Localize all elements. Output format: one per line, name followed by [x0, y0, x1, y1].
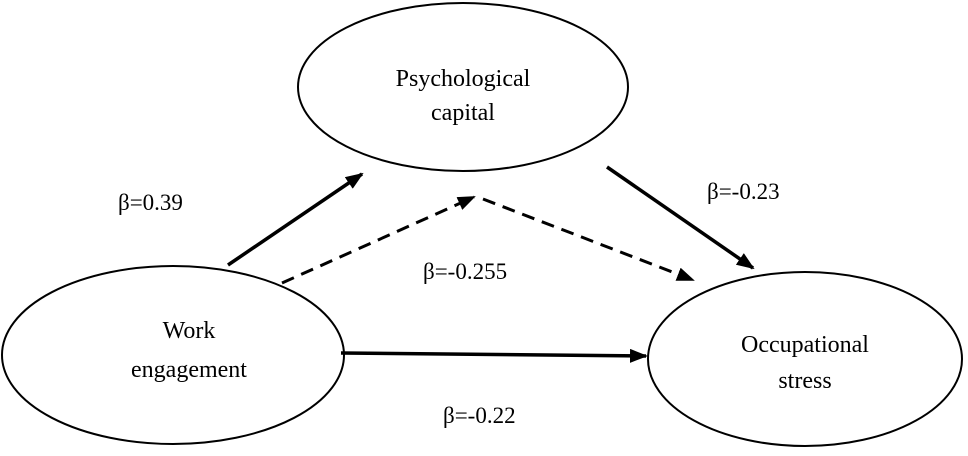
- node-psychological-capital: Psychological capital: [297, 2, 629, 172]
- coefficient-label-pc-os: β=-0.23: [707, 179, 780, 204]
- node-occupational-stress-ellipse: [647, 271, 963, 447]
- dashed-arrow-indirect-down: [482, 197, 695, 282]
- coefficient-label-we-os: β=-0.22: [443, 403, 516, 428]
- arrow-work-engagement-to-psychological-capital: [227, 172, 364, 267]
- node-work-engagement-label-line2: engagement: [131, 357, 247, 383]
- node-work-engagement-ellipse: [1, 265, 345, 445]
- coefficient-label-indirect: β=-0.255: [423, 259, 507, 284]
- node-occupational-stress-label-line1: Occupational: [741, 332, 869, 358]
- node-occupational-stress-label-line2: stress: [778, 368, 831, 394]
- dashed-arrow-indirect-up: [281, 195, 476, 285]
- node-work-engagement-label-line1: Work: [163, 318, 216, 344]
- node-occupational-stress: Occupational stress: [647, 271, 963, 447]
- arrow-psychological-capital-to-occupational-stress: [606, 165, 755, 270]
- node-work-engagement: Work engagement: [1, 265, 345, 445]
- node-psychological-capital-ellipse: [297, 2, 629, 172]
- arrow-work-engagement-to-occupational-stress: [340, 348, 648, 363]
- node-psychological-capital-label-line2: capital: [431, 100, 495, 126]
- coefficient-label-we-pc: β=0.39: [118, 190, 183, 215]
- node-psychological-capital-label-line1: Psychological: [396, 66, 531, 92]
